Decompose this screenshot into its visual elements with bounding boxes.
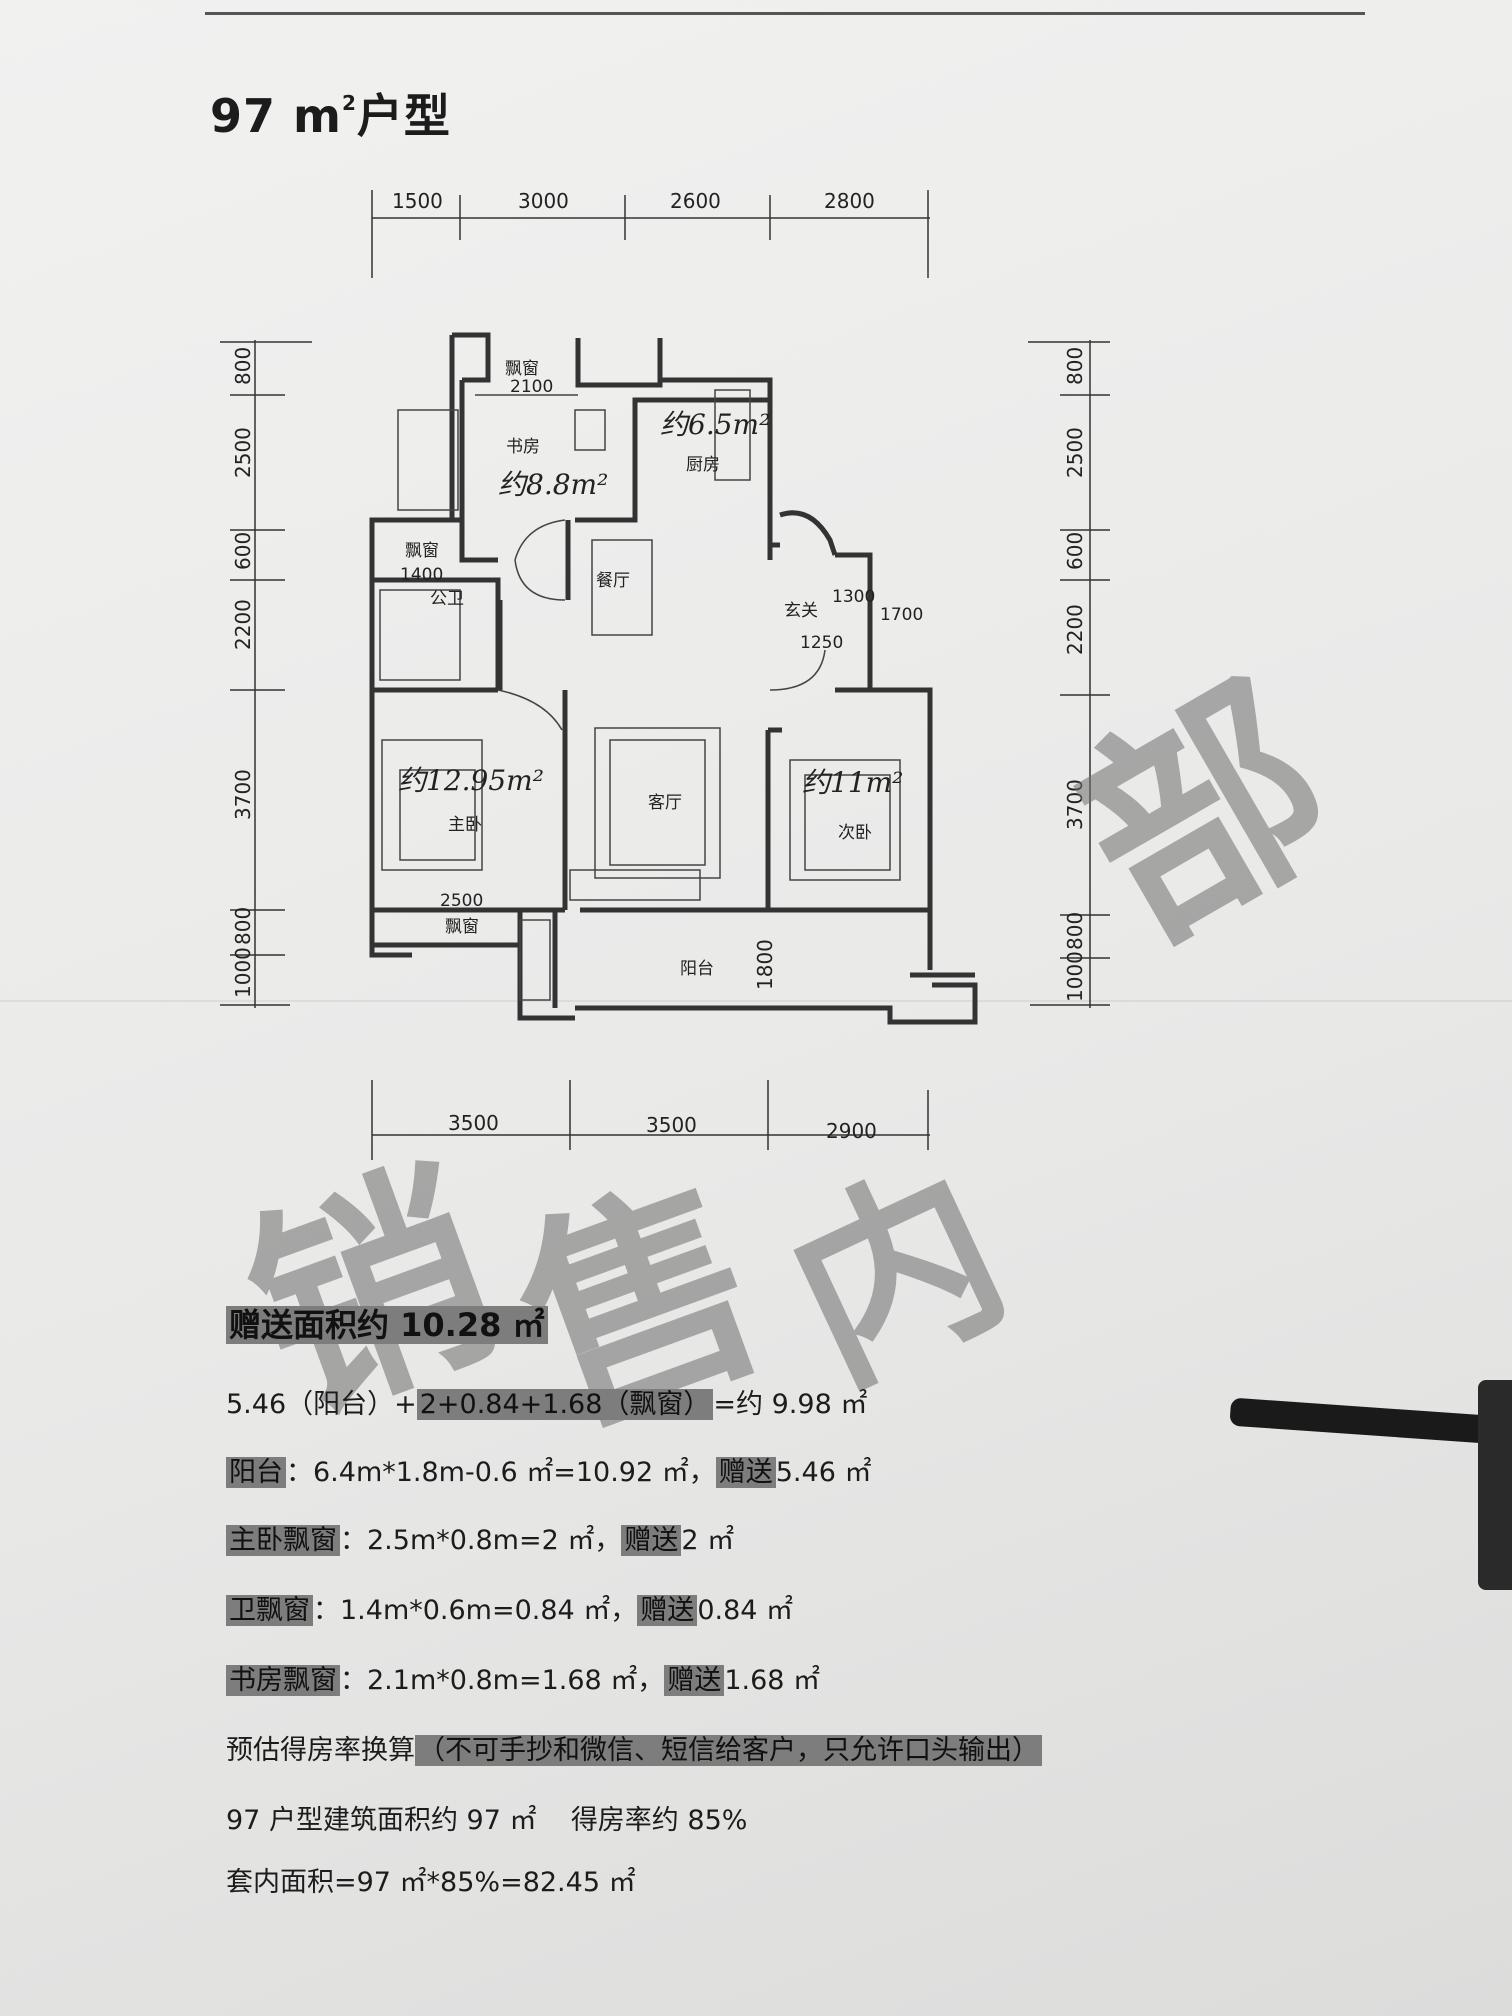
label-kitchen: 厨房	[686, 455, 720, 475]
line5-val: 1.68 ㎡	[724, 1665, 821, 1696]
line3-gift: 赠送	[621, 1525, 682, 1556]
label-study-area: 约8.8m²	[498, 468, 608, 501]
dim-left-0: 800	[231, 347, 255, 385]
title-suffix: 户型	[356, 89, 451, 143]
line2-label: 阳台	[226, 1457, 286, 1488]
notes-line-8: 套内面积=97 ㎡*85%=82.45 ㎡	[226, 1860, 636, 1899]
line5-gift: 赠送	[664, 1665, 725, 1696]
line4-text: ：1.4m*0.6m=0.84 ㎡，	[313, 1595, 638, 1626]
line3-text: ：2.5m*0.8m=2 ㎡，	[340, 1525, 622, 1556]
dim-right-5: 800	[1063, 912, 1087, 950]
line6-part-a: 预估得房率换算	[226, 1735, 415, 1766]
line7-part-a: 97 户型建筑面积约 97 ㎡	[226, 1805, 537, 1836]
notes-heading: 赠送面积约 10.28 ㎡	[226, 1300, 548, 1346]
label-entry: 玄关	[784, 601, 818, 621]
label-master-window: 飘窗	[445, 917, 479, 937]
label-bath-window: 飘窗	[405, 541, 439, 561]
notes-line-7: 97 户型建筑面积约 97 ㎡ 得房率约 85%	[226, 1798, 747, 1837]
dim-left-5: 800	[231, 907, 255, 945]
dim-left-3: 2200	[231, 599, 255, 650]
label-study: 书房	[506, 437, 540, 457]
dim-left-6: 1000	[231, 947, 255, 998]
label-balcony: 阳台	[680, 959, 714, 979]
dim-bottom-1: 3500	[646, 1113, 697, 1137]
label-balcony-dim: 1800	[753, 939, 777, 990]
label-dining: 餐厅	[596, 571, 630, 591]
line6-part-b: （不可手抄和微信、短信给客户，只允许口头输出）	[415, 1735, 1042, 1766]
label-entry-dim3: 1700	[880, 605, 923, 625]
heading-text: 赠送面积约 10.28 ㎡	[226, 1306, 548, 1344]
label-second-area: 约11m²	[802, 766, 903, 799]
page-title: 97 m2户型	[210, 80, 451, 146]
line4-gift: 赠送	[637, 1595, 698, 1626]
label-kitchen-area: 约6.5m²	[660, 408, 770, 441]
line4-val: 0.84 ㎡	[697, 1595, 794, 1626]
label-entry-dim1: 1300	[832, 587, 875, 607]
label-master-window-dim: 2500	[440, 891, 483, 911]
dim-right-4: 3700	[1063, 779, 1087, 830]
line5-text: ：2.1m*0.8m=1.68 ㎡，	[340, 1665, 665, 1696]
dim-right-6: 1000	[1063, 951, 1087, 1002]
line2-text: ：6.4m*1.8m-0.6 ㎡=10.92 ㎡，	[286, 1457, 716, 1488]
label-entry-dim2: 1250	[800, 633, 843, 653]
title-sup: 2	[341, 91, 357, 115]
label-study-window: 飘窗	[505, 359, 539, 379]
line1-part-c: =约 9.98 ㎡	[713, 1389, 868, 1420]
line7-part-b: 得房率约 85%	[570, 1805, 748, 1836]
paper-fold	[0, 1000, 1512, 1002]
dim-right-3: 2200	[1063, 604, 1087, 655]
dim-top-0: 1500	[392, 189, 443, 213]
title-number: 97	[210, 89, 277, 143]
floor-plan: 1500 3000 2600 2800 3500 3500 2900 800 2…	[220, 189, 1110, 1160]
line5-label: 书房飘窗	[226, 1665, 340, 1696]
label-bath-window-dim: 1400	[400, 565, 443, 585]
label-master-area: 约12.95m²	[398, 764, 544, 797]
dim-right-1: 2500	[1063, 427, 1087, 478]
line1-part-b: 2+0.84+1.68（飘窗）	[416, 1389, 714, 1420]
label-living: 客厅	[648, 793, 682, 813]
line2-gift: 赠送	[715, 1457, 776, 1488]
dim-left-1: 2500	[231, 427, 255, 478]
cable-strap	[1229, 1397, 1512, 1447]
dim-top-2: 2600	[670, 189, 721, 213]
dim-top-1: 3000	[518, 189, 569, 213]
dim-top-3: 2800	[824, 189, 875, 213]
line1-part-a: 5.46（阳台）+	[226, 1389, 417, 1420]
top-rule	[205, 12, 1365, 15]
label-bath: 公卫	[430, 589, 464, 609]
line8-text: 套内面积=97 ㎡*85%=82.45 ㎡	[226, 1867, 636, 1898]
dim-bottom-2: 2900	[826, 1119, 877, 1143]
cable-end	[1478, 1380, 1512, 1590]
line4-label: 卫飘窗	[226, 1595, 313, 1626]
label-study-window-dim: 2100	[510, 377, 553, 397]
dim-left-2: 600	[231, 532, 255, 570]
title-unit: m	[293, 89, 342, 143]
line3-val: 2 ㎡	[681, 1525, 735, 1556]
dim-right-0: 800	[1063, 347, 1087, 385]
label-master: 主卧	[448, 815, 482, 835]
line3-label: 主卧飘窗	[226, 1525, 340, 1556]
notes-line-6: 预估得房率换算（不可手抄和微信、短信给客户，只允许口头输出）	[226, 1728, 1042, 1767]
notes-line-1: 5.46（阳台）+2+0.84+1.68（飘窗）=约 9.98 ㎡	[226, 1382, 867, 1421]
dim-right-2: 600	[1063, 532, 1087, 570]
line2-val: 5.46 ㎡	[775, 1457, 872, 1488]
label-second: 次卧	[838, 823, 872, 843]
dim-left-4: 3700	[231, 769, 255, 820]
dim-bottom-0: 3500	[448, 1111, 499, 1135]
